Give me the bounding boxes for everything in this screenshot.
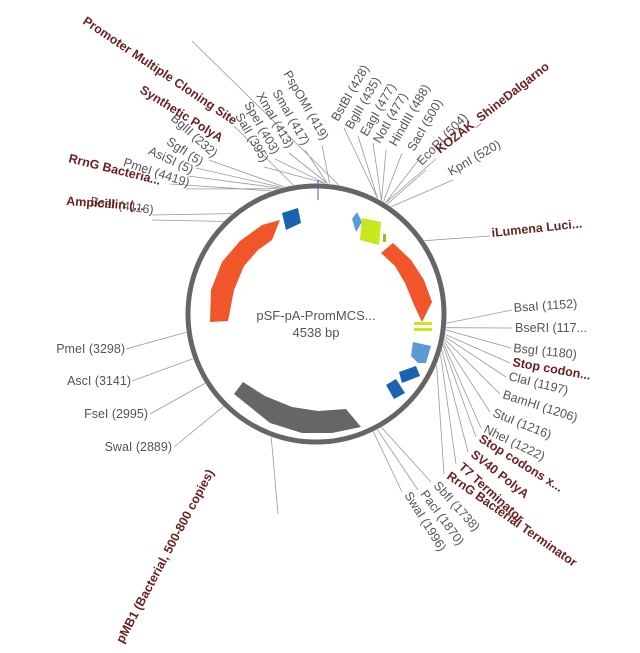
leader-line	[195, 167, 283, 188]
plasmid-size: 4538 bp	[293, 325, 340, 340]
leader-line	[444, 336, 507, 378]
leader-line	[377, 429, 419, 491]
leader-line	[208, 159, 285, 188]
site-pmei-3298: PmeI (3298)	[56, 342, 125, 356]
leader-line	[436, 365, 445, 475]
leader-line	[233, 125, 294, 186]
feature-promoter-mcs: Promoter Multiple Cloning Site	[80, 14, 239, 128]
leader-line	[321, 144, 331, 184]
leader-line	[381, 149, 387, 201]
leader-line	[263, 166, 326, 184]
leader-line	[357, 135, 378, 199]
leader-line	[191, 40, 339, 186]
luciferase-arc	[381, 243, 432, 322]
t7-terminator-arrow	[411, 342, 431, 363]
leader-line	[443, 340, 491, 413]
backbone-circle	[185, 183, 447, 445]
leader-line	[443, 343, 482, 429]
leader-line	[385, 158, 437, 204]
leader-line	[442, 345, 477, 438]
pmb1-ori-arc	[234, 382, 361, 433]
leader-line	[390, 179, 454, 208]
site-bsgi: BsgI (1180)	[513, 341, 578, 362]
site-bsai-1152: BsaI (1152)	[513, 297, 578, 315]
plasmid-name: pSF-pA-PromMCS...	[256, 308, 375, 323]
labels: pSF-pA-PromMCS... 4538 bp PspOMI (419) S…	[56, 14, 592, 646]
leader-line	[169, 183, 272, 192]
leader-line	[383, 152, 403, 202]
leader-lines	[125, 40, 513, 515]
feature-pmb1: pMB1 (Bacterial, 500-800 copies)	[113, 467, 217, 645]
rrng-terminator-block	[282, 208, 301, 230]
kozak-block	[383, 234, 386, 242]
promoter-mcs-arrow	[352, 212, 362, 232]
site-asci: AscI (3141)	[67, 374, 131, 388]
feature-iluminaluci: iLumena Luci...	[491, 217, 583, 240]
leader-line	[387, 169, 427, 205]
feature-ampicillin: Ampicillin (...	[66, 194, 145, 213]
site-fsei: FseI (2995)	[84, 407, 148, 421]
leader-line	[151, 213, 232, 216]
leader-line	[445, 329, 512, 349]
site-swai-2889: SwaI (2889)	[105, 440, 172, 454]
leader-line	[446, 309, 513, 324]
leader-line	[288, 152, 328, 184]
leader-line	[445, 334, 511, 364]
leader-line	[441, 350, 469, 453]
leader-line	[373, 431, 403, 493]
leader-line	[274, 158, 326, 184]
site-bseri: BseRI (117...	[515, 321, 587, 335]
leader-line	[372, 142, 382, 201]
leader-line	[149, 383, 206, 415]
leader-line	[424, 235, 491, 242]
leader-line	[440, 354, 457, 465]
leader-line	[151, 219, 224, 222]
leader-line	[343, 127, 378, 199]
leader-line	[444, 338, 501, 395]
sv40-polya-block	[399, 366, 420, 383]
stop-codon-mark-2	[414, 328, 432, 331]
leader-line	[131, 358, 194, 382]
rrng-bacterial-terminator-block	[386, 379, 405, 399]
synthetic-polya-block	[360, 218, 381, 245]
leader-line	[187, 175, 280, 189]
leader-line	[270, 437, 279, 515]
ampicillin-arc	[210, 220, 280, 322]
leader-line	[173, 406, 224, 448]
leader-line	[125, 331, 187, 350]
leader-line	[381, 427, 432, 483]
leader-line	[385, 157, 421, 204]
stop-codon-mark-1	[414, 322, 432, 325]
